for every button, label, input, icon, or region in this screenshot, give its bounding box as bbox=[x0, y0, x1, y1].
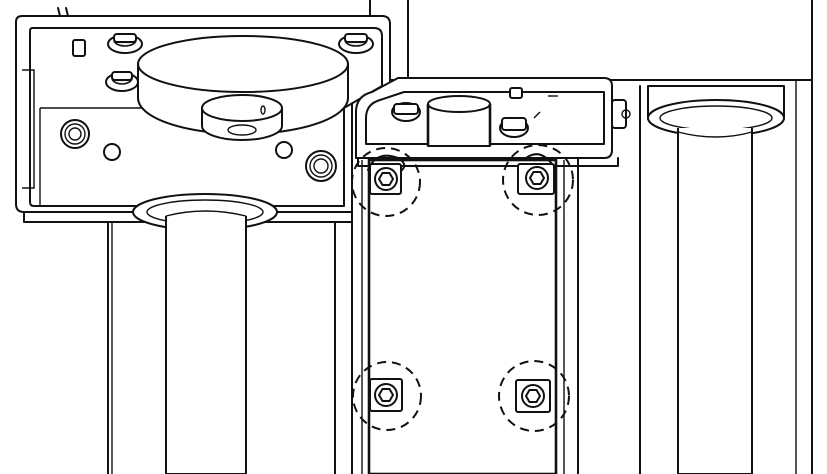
hex-socket-bolt-icon bbox=[378, 388, 394, 402]
hex-socket-bolt-icon bbox=[525, 389, 541, 403]
bracket-slot bbox=[509, 87, 523, 99]
counterbore-right bbox=[305, 150, 337, 182]
callout-circle bbox=[502, 144, 574, 216]
vertical-plate bbox=[351, 153, 579, 474]
fastener-callouts bbox=[351, 144, 574, 432]
cable-right bbox=[525, 153, 553, 165]
locating-pin bbox=[72, 39, 86, 57]
callout-circle bbox=[352, 361, 422, 431]
left-mount-block bbox=[15, 7, 391, 223]
right-rail-rod bbox=[639, 85, 785, 474]
side-pin bbox=[611, 99, 631, 129]
top-bolt-right bbox=[338, 33, 374, 54]
upper-left-bolt bbox=[351, 147, 421, 217]
top-notch bbox=[57, 7, 69, 17]
bracket-bolt-right bbox=[499, 117, 529, 138]
left-rail-rod bbox=[107, 193, 336, 474]
bracket-bolt-left bbox=[391, 102, 421, 122]
plain-hole-left bbox=[103, 143, 121, 161]
plate-face bbox=[367, 158, 558, 474]
plain-hole-right bbox=[275, 141, 293, 159]
top-bolt-mid bbox=[105, 71, 139, 92]
callout-circle bbox=[498, 360, 570, 432]
side-strip bbox=[22, 69, 35, 189]
cable-left bbox=[367, 154, 406, 171]
counterbore-left bbox=[60, 119, 90, 149]
bracket-boss bbox=[426, 95, 492, 147]
lower-right-bolt bbox=[498, 360, 570, 432]
bracket-tick-2 bbox=[533, 111, 541, 119]
hub-cylinder bbox=[137, 35, 349, 141]
lower-left-bolt bbox=[352, 361, 422, 431]
hex-socket-bolt-icon bbox=[529, 171, 545, 185]
callout-circle bbox=[351, 147, 421, 217]
carriage-bracket bbox=[355, 77, 631, 167]
top-bolt-left bbox=[107, 33, 143, 54]
hex-socket-bolt-icon bbox=[378, 172, 394, 186]
upper-right-bolt bbox=[502, 144, 574, 216]
